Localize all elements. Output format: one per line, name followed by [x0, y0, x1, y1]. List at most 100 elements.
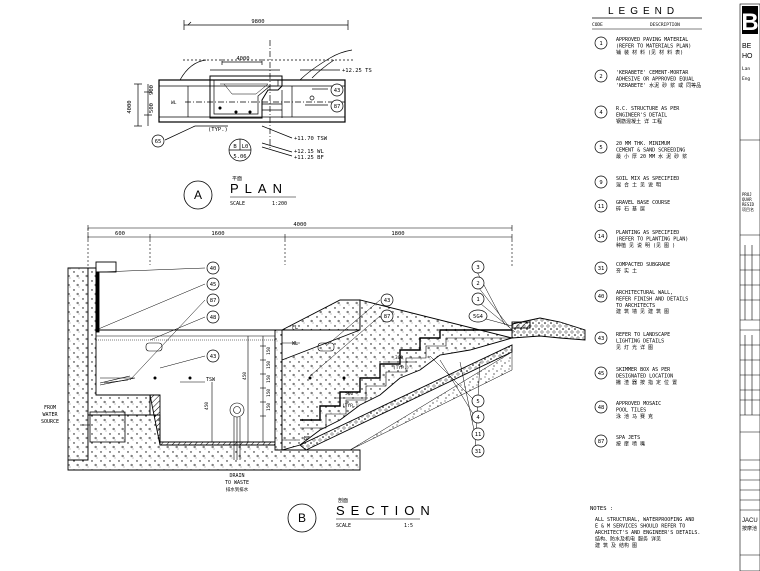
svg-text:(TYP.): (TYP.)	[342, 403, 358, 409]
plan-ref-65: 65	[155, 139, 162, 145]
svg-text:Lan: Lan	[742, 66, 750, 72]
svg-text:450: 450	[242, 372, 248, 380]
legend-description: 种植 见 说 明 (见 图 )	[616, 242, 675, 249]
plan-title: PLAN	[230, 181, 288, 196]
plan-view	[134, 20, 353, 157]
notes-title: NOTES :	[590, 506, 613, 512]
svg-text:(TYP.): (TYP.)	[393, 365, 409, 371]
legend-description: 最 小 厚 20 MM 水 泥 砂 浆	[616, 153, 687, 160]
legend-code-circle	[594, 229, 608, 243]
legend-description: TO ARCHITECTS	[616, 303, 655, 309]
svg-text:HO: HO	[742, 53, 753, 60]
legend-description: COMPACTED SUBGRADE	[616, 262, 670, 268]
legend-code-circle	[594, 261, 608, 275]
legend-col-code: CODE	[592, 22, 603, 28]
legend-description: 20 MM THK. MINIMUM	[616, 141, 670, 147]
svg-text:5.06: 5.06	[233, 154, 246, 160]
svg-text:45: 45	[210, 282, 217, 288]
legend-description: SOIL MIX AS SPECIFIED	[616, 176, 679, 182]
level-bf: BF	[304, 436, 310, 442]
legend-description: POOL TILES	[616, 407, 646, 413]
notes-line: E & M SERVICES SHOULD REFER TO	[595, 524, 685, 530]
notes-line: ALL STRUCTURAL, WATERPROOFING AND	[595, 517, 694, 523]
section-title-cn: 剖面	[338, 497, 348, 504]
svg-text:48: 48	[210, 315, 217, 321]
legend-code: 45	[598, 371, 605, 377]
legend-code: 87	[598, 439, 605, 445]
svg-text:1: 1	[476, 297, 479, 303]
notes-line: ARCHITECT'S AND ENGINEER'S DETAILS.	[595, 530, 700, 536]
section-marker-b: B L0 5.06	[228, 138, 252, 162]
level-wl: WL	[292, 341, 298, 347]
svg-text:87: 87	[384, 314, 391, 320]
legend-code: 2	[599, 74, 602, 80]
svg-text:QUAR: QUAR	[742, 197, 752, 202]
legend-description: REFER TO LANDSCAPE	[616, 332, 670, 338]
legend-code-circle	[594, 140, 608, 154]
svg-text:600: 600	[115, 231, 125, 237]
legend-description: DESIGNATED LOCATION	[616, 373, 673, 379]
svg-text:1800: 1800	[391, 231, 404, 237]
plan-scale-label: SCALE	[230, 201, 245, 207]
drain-2: TO WASTE	[225, 480, 249, 486]
legend-description: 撇 渣 器 按 指 定 位 置	[616, 379, 677, 386]
svg-text:1600: 1600	[211, 231, 224, 237]
svg-text:项目名: 项目名	[742, 206, 754, 212]
legend-code: 9	[599, 180, 602, 186]
section-scale-value: 1:5	[404, 523, 413, 529]
plan-title-letter: A	[194, 188, 202, 202]
svg-text:PROJ: PROJ	[742, 192, 752, 197]
from-water-2: WATER	[42, 412, 58, 418]
section-title-letter: B	[298, 511, 306, 525]
svg-text:5: 5	[476, 399, 479, 405]
legend-code-circle	[594, 105, 608, 119]
drain-1: DRAIN	[229, 473, 244, 479]
svg-text:按摩池: 按摩池	[742, 525, 757, 532]
legend-description: ARCHITECTURAL WALL,	[616, 290, 673, 296]
svg-text:150: 150	[266, 403, 272, 411]
legend-code-circle	[594, 199, 608, 213]
legend-code: 48	[598, 405, 605, 411]
section-leaders	[95, 267, 516, 452]
plan-title-block: A 平面 PLAN SCALE 1:200	[183, 176, 296, 210]
svg-text:150: 150	[266, 361, 272, 369]
plan-dim-h2: 900	[149, 85, 155, 95]
svg-text:3: 3	[476, 265, 479, 271]
level-tsw: TSW	[206, 377, 216, 383]
legend-code: 43	[598, 336, 605, 342]
legend-code-circle	[594, 69, 608, 83]
legend-description: 按 摩 喷 嘴	[616, 440, 645, 447]
legend-description: 建 筑 墙 见 建 筑 图	[616, 308, 669, 315]
plan-scale-value: 1:200	[272, 201, 287, 207]
legend-title: LEGEND	[608, 6, 679, 17]
section-callouts-mid: 43 87	[380, 293, 394, 323]
svg-text:BE: BE	[742, 43, 752, 50]
svg-text:40: 40	[210, 266, 217, 272]
legend-description: ENGINEER'S DETAIL	[616, 112, 667, 118]
plan-typ: (TYP.)	[208, 127, 228, 133]
legend-description: (REFER TO MATERIALS PLAN)	[616, 43, 691, 49]
legend-code-circle	[594, 400, 608, 414]
svg-text:43: 43	[384, 298, 391, 304]
svg-text:31: 31	[475, 449, 482, 455]
svg-text:300: 300	[395, 355, 403, 361]
plan-level-bf: +11.25 BF	[294, 155, 324, 161]
svg-text:RESID: RESID	[742, 202, 755, 207]
svg-text:150: 150	[266, 375, 272, 383]
notes-line: 建 筑 及 结构 图	[595, 542, 637, 549]
legend-code: 40	[598, 294, 605, 300]
notes-line: 结构、防水及机电 服务 详见	[595, 536, 661, 543]
legend-code-circle	[594, 331, 608, 345]
svg-text:500: 500	[345, 391, 353, 397]
logo: B	[741, 9, 758, 36]
